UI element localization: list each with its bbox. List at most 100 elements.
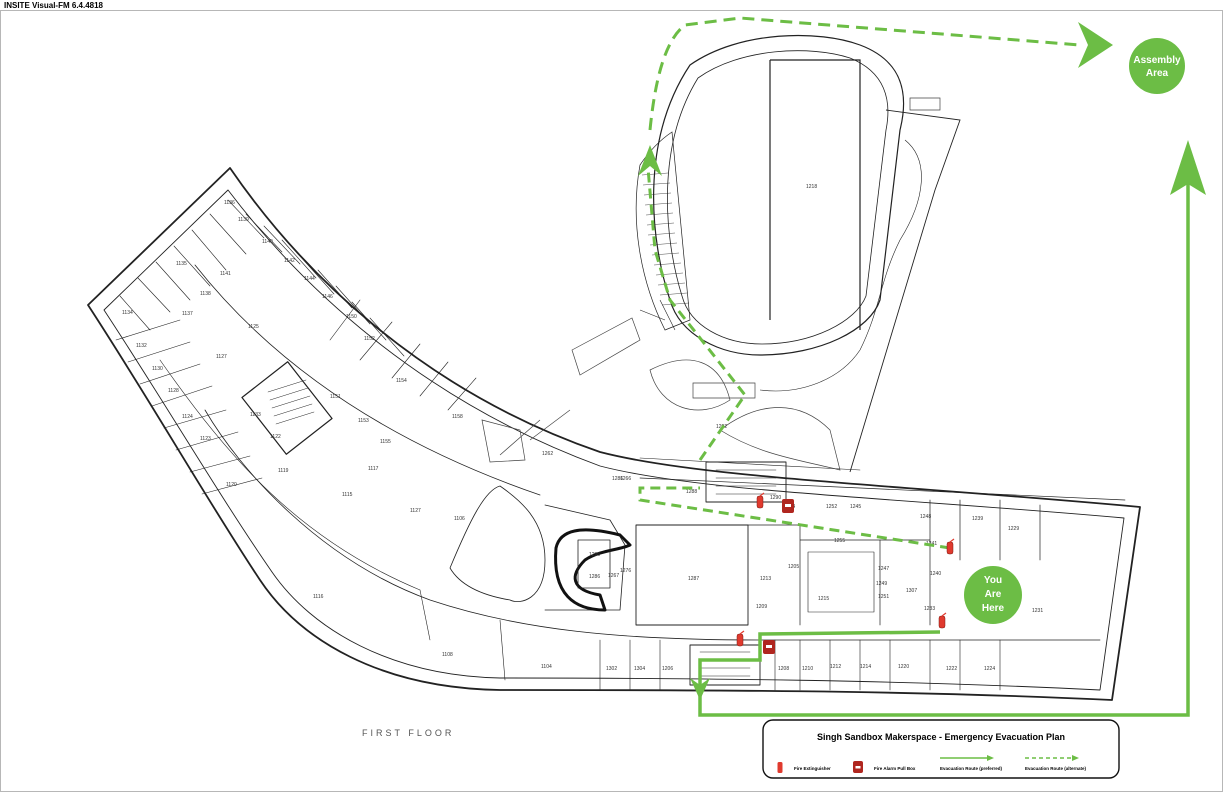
legend-label: Fire Alarm Pull Box: [874, 766, 916, 771]
legend-item-fire-extinguisher: Fire Extinguisher: [777, 762, 831, 773]
room-label: 1117: [368, 466, 379, 472]
room-label: 1302: [606, 666, 617, 672]
room-label: 1224: [984, 666, 995, 672]
alternate-route-arrowhead: [1078, 22, 1113, 68]
room-label: 1255: [834, 538, 845, 544]
assembly-area-label-line2: Area: [1146, 68, 1169, 79]
legend-item-alternate-route: Evacuation Route (alternate): [1025, 755, 1087, 771]
fire-extinguisher-icon: [938, 612, 947, 629]
room-label: 1222: [946, 666, 957, 672]
legend-label: Evacuation Route (alternate): [1025, 766, 1087, 771]
alternate-route-arrowhead: [638, 145, 662, 176]
room-label: 1287: [688, 576, 699, 582]
legend-label: Evacuation Route (preferred): [940, 766, 1003, 771]
fire-alarm-markers: [763, 499, 794, 654]
fire-extinguisher-icon: [756, 492, 765, 509]
room-label: 1124: [182, 414, 193, 420]
room-label: 1108: [442, 652, 453, 658]
room-label: 1214: [860, 664, 871, 670]
room-label: 1144: [304, 276, 315, 282]
fire-extinguisher-icon: [736, 630, 745, 647]
room-label: 1139: [238, 217, 249, 223]
alternate-route-path: [638, 486, 951, 550]
preferred-route-arrowhead: [690, 678, 710, 700]
legend-item-fire-alarm: Fire Alarm Pull Box: [853, 761, 916, 773]
room-label: 1220: [898, 664, 909, 670]
app-title: INSITE Visual-FM 6.4.4818: [4, 1, 104, 10]
you-are-here-line2: Are: [985, 589, 1002, 600]
room-label: 1138: [200, 291, 211, 297]
room-label: 1206: [662, 666, 673, 672]
room-label: 1266: [620, 476, 631, 482]
fire-extinguisher-markers: [736, 492, 955, 647]
room-label: 1135: [176, 261, 187, 267]
room-label: 1116: [313, 594, 324, 600]
fire-extinguisher-icon: [777, 762, 783, 773]
assembly-area-label-line1: Assembly: [1133, 55, 1181, 66]
room-label: 1218: [806, 184, 817, 190]
preferred-route-arrowhead: [1170, 140, 1206, 195]
room-label: 1296: [589, 552, 600, 558]
room-label: 1152: [364, 336, 375, 342]
room-label: 1125: [248, 324, 259, 330]
room-label: 1127: [410, 508, 421, 514]
room-label: 1251: [878, 594, 889, 600]
building-walls: [87, 167, 1141, 701]
room-label: 1304: [634, 666, 645, 672]
room-label: 1247: [878, 566, 889, 572]
room-label: 1132: [136, 343, 147, 349]
room-label: 1136: [224, 200, 235, 206]
room-label: 1252: [826, 504, 837, 510]
room-label: 1155: [380, 439, 391, 445]
legend-label: Fire Extinguisher: [794, 766, 831, 771]
room-label: 1151: [330, 394, 341, 400]
room-label: 1120: [226, 482, 237, 488]
room-label: 1115: [342, 492, 353, 498]
room-label: 1231: [1032, 608, 1043, 614]
room-label: 1286: [612, 476, 623, 482]
room-label: 1122: [270, 434, 281, 440]
room-label: 1128: [168, 388, 179, 394]
room-label: 1127: [216, 354, 227, 360]
floor-label: FIRST FLOOR: [362, 728, 454, 738]
room-label: 1104: [541, 664, 552, 670]
room-label: 1154: [396, 378, 407, 384]
room-label: 1119: [278, 468, 289, 474]
site-features: [481, 97, 941, 471]
room-label: 1209: [756, 604, 767, 610]
room-label: 1130: [152, 366, 163, 372]
you-are-here-line1: You: [984, 575, 1002, 586]
legend-title: Singh Sandbox Makerspace - Emergency Eva…: [817, 732, 1065, 742]
room-label: 1106: [454, 516, 465, 522]
you-are-here-marker: You Are Here: [964, 566, 1022, 624]
room-label: 1276: [620, 568, 631, 574]
fire-alarm-pull-box-icon: [763, 640, 775, 654]
room-label: 1153: [358, 418, 369, 424]
preferred-route-path: [698, 180, 1190, 717]
legend-item-preferred-route: Evacuation Route (preferred): [940, 755, 1003, 771]
room-label: 1133: [250, 412, 261, 418]
fire-alarm-pull-box-icon: [853, 761, 863, 773]
room-label: 1140: [262, 239, 273, 245]
route-arrowheads: [638, 22, 1206, 700]
you-are-here-line3: Here: [982, 603, 1005, 614]
room-label: 1146: [322, 294, 333, 300]
room-label: 1158: [452, 414, 463, 420]
room-label: 1307: [906, 588, 917, 594]
room-label: 1248: [920, 514, 931, 520]
alternate-route-path: [646, 167, 747, 461]
room-label: 1212: [830, 664, 841, 670]
alternate-route-path: [648, 16, 1081, 131]
room-label: 1288: [686, 489, 697, 495]
room-label: 1123: [200, 436, 211, 442]
room-label: 1239: [972, 516, 983, 522]
room-label: 1142: [284, 258, 295, 264]
room-label: 1262: [542, 451, 553, 457]
room-label: 1233: [924, 606, 935, 612]
room-label: 1267: [608, 573, 619, 579]
room-label: 1210: [802, 666, 813, 672]
room-label: 1229: [1008, 526, 1019, 532]
gym-building: [635, 34, 961, 473]
room-label: 1245: [850, 504, 861, 510]
